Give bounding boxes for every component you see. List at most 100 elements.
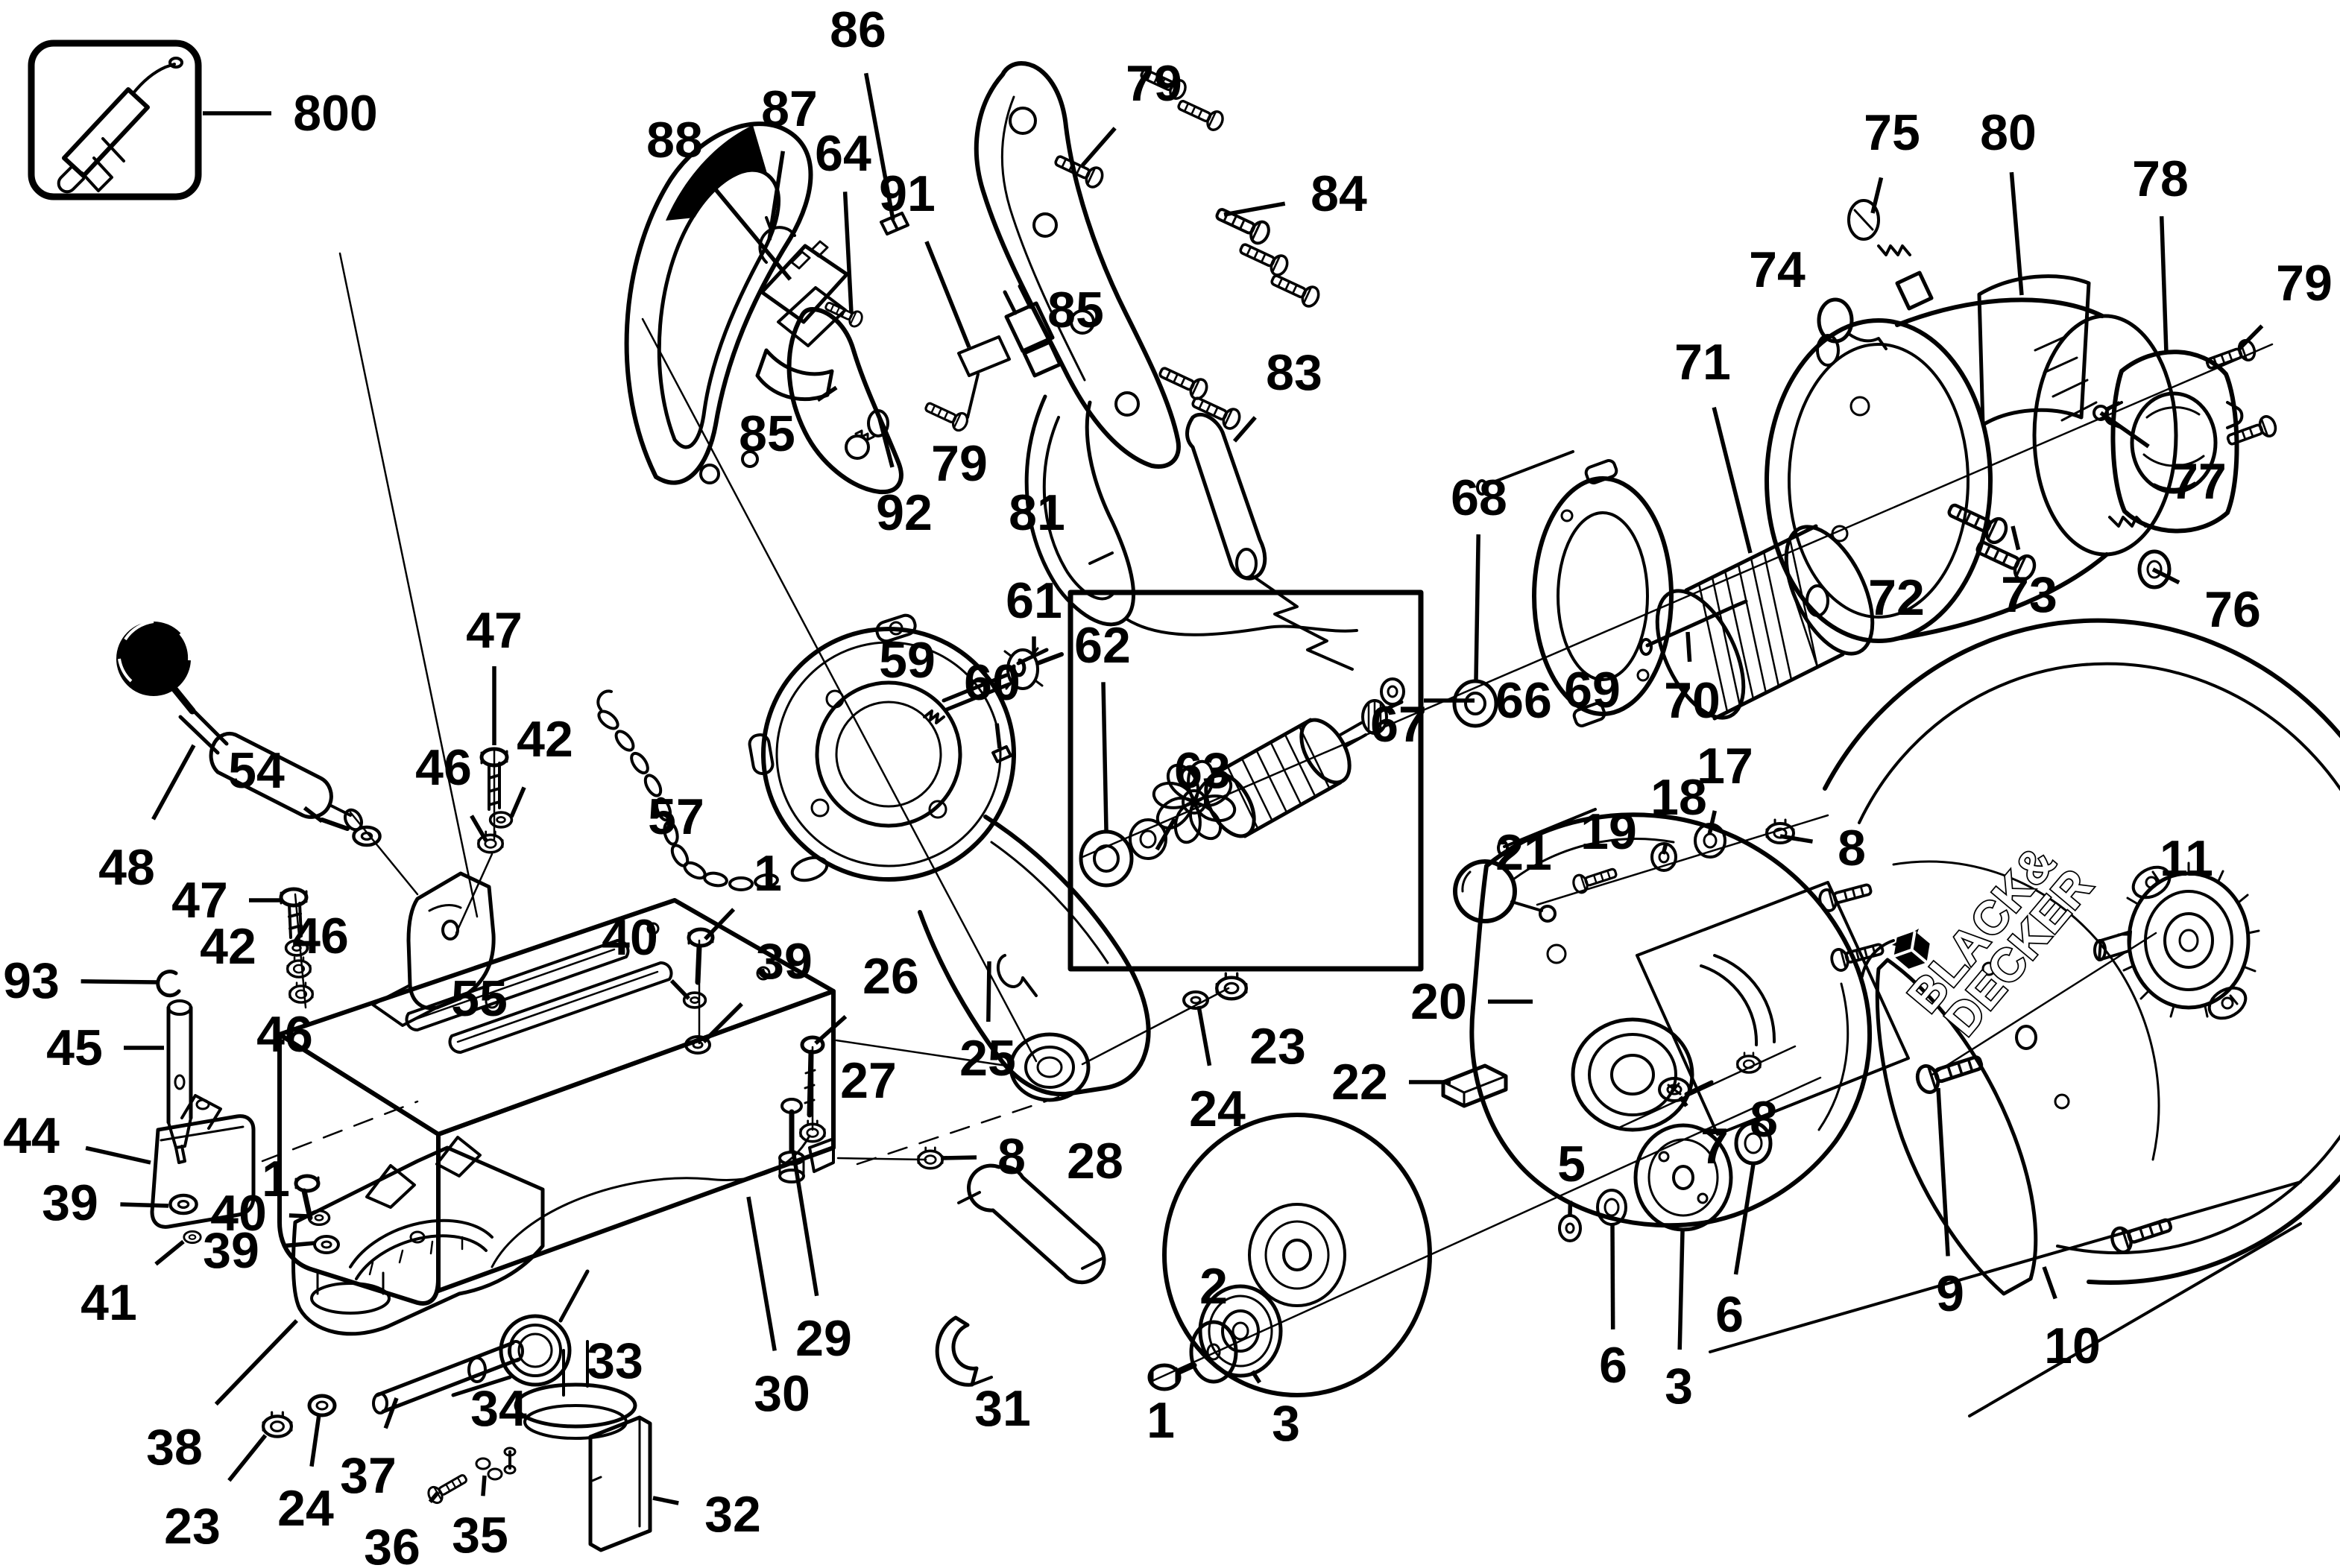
- wrench-28: [957, 1163, 1106, 1285]
- callout-61: 61: [1006, 572, 1062, 629]
- screw-79-mid: [921, 396, 971, 434]
- leader-line-23: [227, 1434, 268, 1482]
- callout-46: 46: [415, 739, 472, 796]
- callout-70: 70: [1664, 672, 1721, 729]
- callout-20: 20: [1410, 973, 1467, 1030]
- arbor-bolt-1: [1147, 1362, 1197, 1391]
- leader-line-79: [1080, 127, 1117, 167]
- callout-6: 6: [1715, 1286, 1744, 1343]
- callout-92: 92: [876, 484, 933, 541]
- leader-line-17: [1707, 810, 1717, 835]
- flange-3-right: [1633, 1123, 1733, 1232]
- bolt-1-left: [294, 1174, 321, 1221]
- rubber-pad-32: [588, 1415, 652, 1552]
- callout-23: 23: [164, 1498, 221, 1555]
- leader-line-83: [1232, 416, 1257, 443]
- callout-5: 5: [1557, 1136, 1586, 1192]
- leader-line-25: [986, 961, 991, 1022]
- callout-1: 1: [754, 845, 782, 902]
- leader-line-36: [428, 1490, 441, 1504]
- arm-pivot-hardware: [1081, 973, 1246, 1066]
- callout-25: 25: [959, 1030, 1016, 1087]
- leader-line-80: [2009, 171, 2024, 296]
- leader-line-88: [710, 184, 792, 281]
- leader-line-64: [842, 192, 854, 314]
- armature-box: [1067, 589, 1424, 972]
- leader-line-54: [303, 806, 324, 823]
- callout-6: 6: [1599, 1337, 1627, 1394]
- mounting-plate: [1636, 881, 1910, 1136]
- callout-69: 69: [1564, 662, 1621, 718]
- clip-93: [156, 970, 181, 998]
- callout-87: 87: [761, 80, 818, 137]
- callout-2: 2: [1199, 1258, 1228, 1315]
- callout-81: 81: [1009, 484, 1065, 541]
- callout-28: 28: [1067, 1133, 1123, 1189]
- callout-17: 17: [1697, 738, 1753, 794]
- leader-line-32: [652, 1496, 679, 1505]
- callout-79: 79: [1126, 55, 1182, 112]
- callout-60: 60: [964, 654, 1021, 711]
- leader-line-9: [1936, 1087, 1950, 1256]
- callout-57: 57: [648, 788, 704, 845]
- callout-44: 44: [3, 1107, 60, 1164]
- callout-35: 35: [452, 1507, 508, 1564]
- leader-line-60: [994, 723, 1002, 749]
- callout-8: 8: [1750, 1091, 1778, 1148]
- leader-line-8: [940, 1155, 977, 1160]
- lower-handle-half: [786, 307, 971, 495]
- switch-cluster: [755, 212, 1011, 419]
- callout-83: 83: [1266, 344, 1322, 401]
- bolt-column-upper: [476, 747, 514, 854]
- callout-78: 78: [2132, 151, 2189, 207]
- callout-66: 66: [1495, 672, 1552, 729]
- callout-63: 63: [1174, 742, 1231, 799]
- washer-63: [1129, 818, 1167, 860]
- leader-line-42: [509, 786, 526, 818]
- leader-line-46: [470, 815, 488, 842]
- leader-line-76: [2151, 567, 2180, 585]
- leader-line-24: [309, 1414, 321, 1467]
- brush-22: [1441, 1063, 1508, 1108]
- washer-18: [1650, 842, 1677, 872]
- leader-line-92: [877, 418, 895, 468]
- callout-48: 48: [98, 839, 155, 896]
- callout-79: 79: [931, 435, 988, 492]
- nut-8-bottom: [1735, 1051, 1762, 1074]
- callout-26: 26: [862, 948, 919, 1005]
- washer-24-left: [307, 1394, 337, 1417]
- callout-74: 74: [1749, 241, 1806, 298]
- callout-46: 46: [292, 908, 349, 964]
- leader-line-39: [283, 1241, 315, 1248]
- callout-30: 30: [754, 1365, 810, 1422]
- leader-line-85: [816, 385, 838, 402]
- callout-47: 47: [466, 602, 523, 659]
- upper-handle-half: [974, 61, 1181, 469]
- callout-72: 72: [1868, 569, 1925, 626]
- callout-85: 85: [739, 405, 795, 462]
- bearing-68: [1452, 679, 1498, 728]
- callout-67: 67: [1370, 696, 1427, 753]
- leader-line-3: [1250, 1370, 1262, 1384]
- crank-48: [116, 620, 380, 845]
- leader-lines: [81, 72, 2264, 1505]
- callout-41: 41: [81, 1274, 137, 1331]
- leader-line-6: [1610, 1224, 1615, 1330]
- bolt-column-lower: [279, 887, 314, 1004]
- callout-42: 42: [200, 918, 256, 975]
- main-handle: [624, 121, 813, 485]
- leader-line-70: [1685, 631, 1692, 663]
- nut-23-left: [263, 1412, 291, 1437]
- brand-cube-icon: [1893, 931, 1930, 969]
- screw-70: [1639, 599, 1748, 656]
- callout-75: 75: [1864, 104, 1920, 161]
- washer-67: [1380, 677, 1405, 706]
- leader-line-37: [383, 1397, 399, 1429]
- callout-77: 77: [2170, 453, 2227, 510]
- callout-11: 11: [2160, 830, 2213, 887]
- callout-55: 55: [451, 970, 508, 1027]
- knob-21: [1453, 859, 1517, 923]
- washer-41: [183, 1230, 202, 1245]
